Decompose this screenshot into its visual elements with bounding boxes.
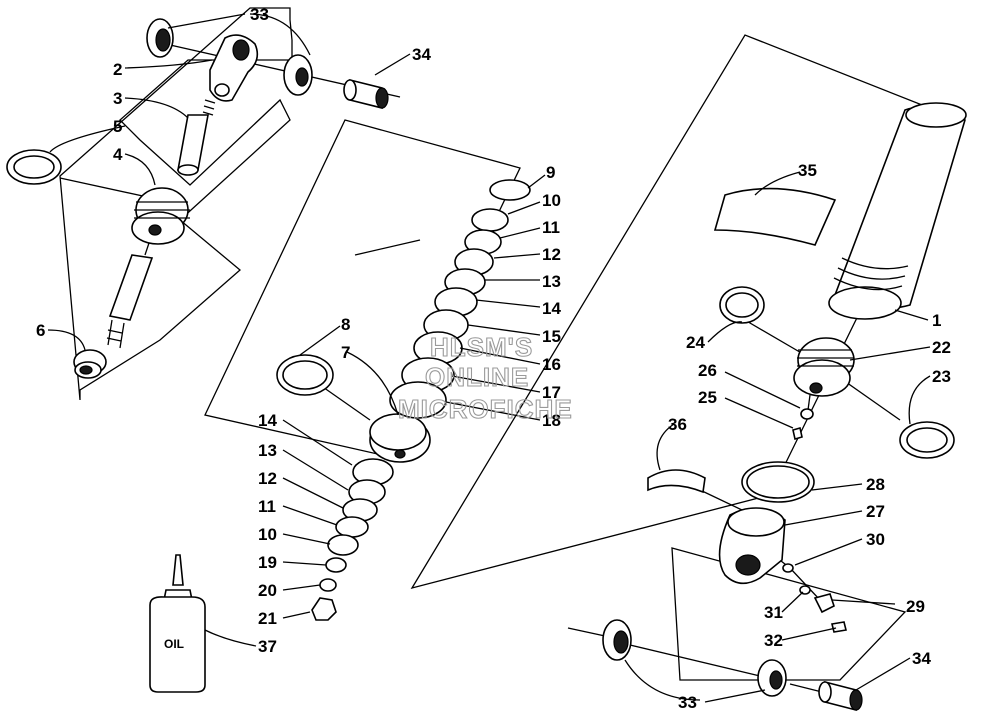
callout-17: 17 xyxy=(542,383,561,402)
oil-label: OIL xyxy=(164,637,184,651)
part-3-shaft-upper xyxy=(177,99,216,176)
part-33-bushing-b xyxy=(283,54,313,96)
part-8-clip xyxy=(276,354,334,396)
part-37-oil-bottle: OIL xyxy=(149,554,206,693)
part-33-bushing-d xyxy=(757,659,787,697)
callout-21: 21 xyxy=(258,609,277,628)
shim-stack-upper xyxy=(389,179,531,419)
callout-28: 28 xyxy=(866,475,885,494)
part-5-o-ring xyxy=(6,149,62,185)
callout-2: 2 xyxy=(113,60,122,79)
leader-lines xyxy=(47,13,931,703)
callout-13-lower: 13 xyxy=(258,441,277,460)
watermark-line-2: ONLINE xyxy=(425,362,529,392)
part-29-valve xyxy=(813,593,835,614)
part-22-end-cap xyxy=(793,337,855,397)
shim-stack-lower xyxy=(311,458,394,621)
callout-1: 1 xyxy=(932,311,941,330)
part-25-screw xyxy=(792,426,803,441)
callout-25: 25 xyxy=(698,388,717,407)
callouts: 33 2 3 5 4 6 34 8 7 9 10 11 12 13 14 15 … xyxy=(36,5,951,712)
part-28-o-ring xyxy=(741,461,815,503)
part-34-sleeve-top xyxy=(343,78,389,110)
callout-23: 23 xyxy=(932,367,951,386)
callout-14-lower: 14 xyxy=(258,411,277,430)
part-27-eye xyxy=(718,507,786,585)
callout-8: 8 xyxy=(341,315,350,334)
callout-9: 9 xyxy=(546,163,555,182)
part-7-piston xyxy=(369,413,431,463)
part-34-sleeve-bottom xyxy=(818,680,863,712)
callout-24: 24 xyxy=(686,333,705,352)
callout-26: 26 xyxy=(698,361,717,380)
part-36-bumper xyxy=(647,469,706,494)
callout-11-lower: 11 xyxy=(258,497,276,516)
callout-12-lower: 12 xyxy=(258,469,277,488)
part-4-end-cap xyxy=(131,187,190,245)
part-6-bumper xyxy=(73,349,107,379)
part-26-washer xyxy=(800,408,814,420)
callout-35: 35 xyxy=(798,161,817,180)
upper-left-assembly-box xyxy=(59,7,293,401)
callout-3: 3 xyxy=(113,89,122,108)
part-3-shaft-lower xyxy=(106,254,154,349)
callout-33-bottom: 33 xyxy=(678,693,697,712)
callout-16: 16 xyxy=(542,355,561,374)
callout-5: 5 xyxy=(113,117,122,136)
part-23-o-ring xyxy=(899,421,955,459)
callout-12-upper: 12 xyxy=(542,245,561,264)
part-24-clip xyxy=(719,286,765,324)
part-35-decal xyxy=(713,187,837,246)
callout-11-upper: 11 xyxy=(542,218,560,237)
watermark: HLSM'S ONLINE MICROFICHE xyxy=(397,331,573,424)
callout-4: 4 xyxy=(113,145,123,164)
callout-29: 29 xyxy=(906,597,925,616)
callout-31: 31 xyxy=(764,603,783,622)
callout-14-upper: 14 xyxy=(542,299,561,318)
eye-assembly-box xyxy=(671,547,907,681)
watermark-line-3: MICROFICHE xyxy=(398,394,573,424)
callout-34-top: 34 xyxy=(412,45,431,64)
callout-7: 7 xyxy=(341,343,350,362)
callout-22: 22 xyxy=(932,338,951,357)
part-33-bushing-top xyxy=(146,18,174,58)
part-30-bushing xyxy=(782,563,794,573)
callout-10-lower: 10 xyxy=(258,525,277,544)
part-33-bushing-c xyxy=(602,619,632,661)
part-2-eye xyxy=(209,34,259,102)
callout-10-upper: 10 xyxy=(542,191,561,210)
callout-37: 37 xyxy=(258,637,277,656)
watermark-line-1: HLSM'S xyxy=(430,332,533,362)
callout-34-bottom: 34 xyxy=(912,649,931,668)
callout-13-upper: 13 xyxy=(542,272,561,291)
part-1-body-tube xyxy=(828,102,967,320)
callout-27: 27 xyxy=(866,502,885,521)
callout-33-top: 33 xyxy=(250,5,269,24)
piston-assembly-box xyxy=(204,119,521,456)
part-32-screw xyxy=(831,621,847,633)
callout-15: 15 xyxy=(542,327,561,346)
callout-19: 19 xyxy=(258,553,277,572)
callout-6: 6 xyxy=(36,321,45,340)
callout-30: 30 xyxy=(866,530,885,549)
callout-32: 32 xyxy=(764,631,783,650)
callout-20: 20 xyxy=(258,581,277,600)
callout-36: 36 xyxy=(668,415,687,434)
callout-18: 18 xyxy=(542,411,561,430)
